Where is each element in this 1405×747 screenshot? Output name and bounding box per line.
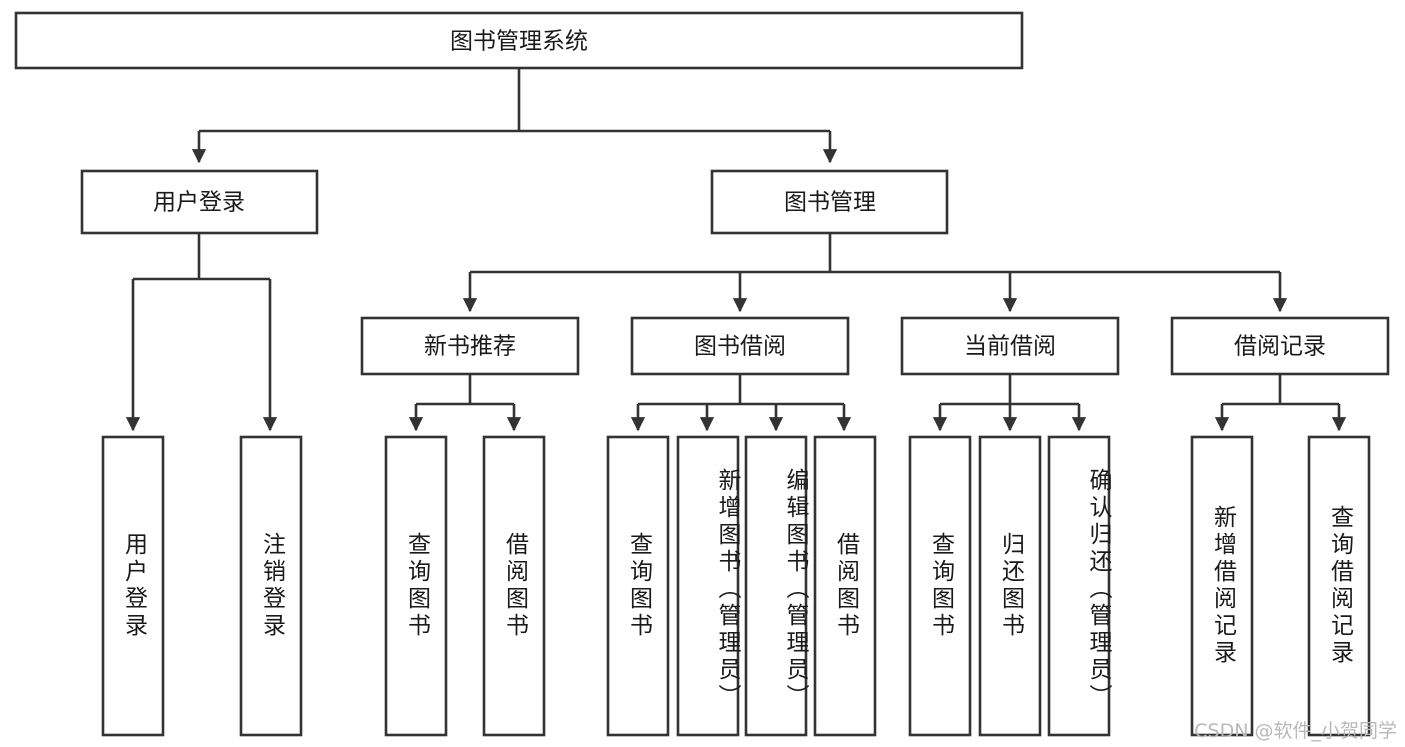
node-box-leaf-confirm-return[interactable] — [1047, 435, 1111, 737]
node-box-leaf-query-book-2[interactable] — [606, 435, 670, 737]
node-box-root[interactable] — [14, 11, 1024, 70]
node-box-leaf-query-book-3[interactable] — [908, 435, 972, 737]
node-box-current-borrow[interactable] — [900, 316, 1120, 376]
node-label-user-login: 用户登录 — [153, 190, 245, 216]
node-label-book-borrow: 图书借阅 — [694, 334, 786, 360]
node-box-user-login[interactable] — [80, 169, 319, 235]
node-label-book-manage: 图书管理 — [784, 190, 876, 216]
watermark-label: CSDN @软件_小贺同学 — [1194, 720, 1397, 742]
node-box-leaf-user-login[interactable] — [101, 435, 165, 737]
node-box-new-book-recommend[interactable] — [360, 316, 580, 376]
node-box-leaf-query-record[interactable] — [1307, 435, 1371, 737]
node-box-leaf-borrow-book-1[interactable] — [482, 435, 546, 737]
node-label-borrow-record: 借阅记录 — [1234, 334, 1326, 360]
node-box-leaf-borrow-book-2[interactable] — [813, 435, 877, 737]
node-box-leaf-logout-login[interactable] — [239, 435, 303, 737]
node-box-leaf-add-book[interactable] — [676, 435, 740, 737]
node-box-leaf-add-record[interactable] — [1190, 435, 1254, 737]
node-box-book-borrow[interactable] — [630, 316, 850, 376]
connector-layer — [125, 68, 1347, 432]
node-box-leaf-edit-book[interactable] — [744, 435, 808, 737]
node-label-current-borrow: 当前借阅 — [964, 334, 1056, 360]
node-box-borrow-record[interactable] — [1170, 316, 1390, 376]
node-label-new-book-recommend: 新书推荐 — [424, 334, 516, 360]
node-box-leaf-query-book-1[interactable] — [384, 435, 448, 737]
node-label-root: 图书管理系统 — [450, 29, 588, 55]
node-box-leaf-return-book[interactable] — [978, 435, 1042, 737]
node-layer: 图书管理系统 用户登录 图书管理 新书推荐 图书借阅 当前借阅 借阅记录 — [14, 11, 1390, 737]
node-box-book-manage[interactable] — [710, 169, 949, 235]
